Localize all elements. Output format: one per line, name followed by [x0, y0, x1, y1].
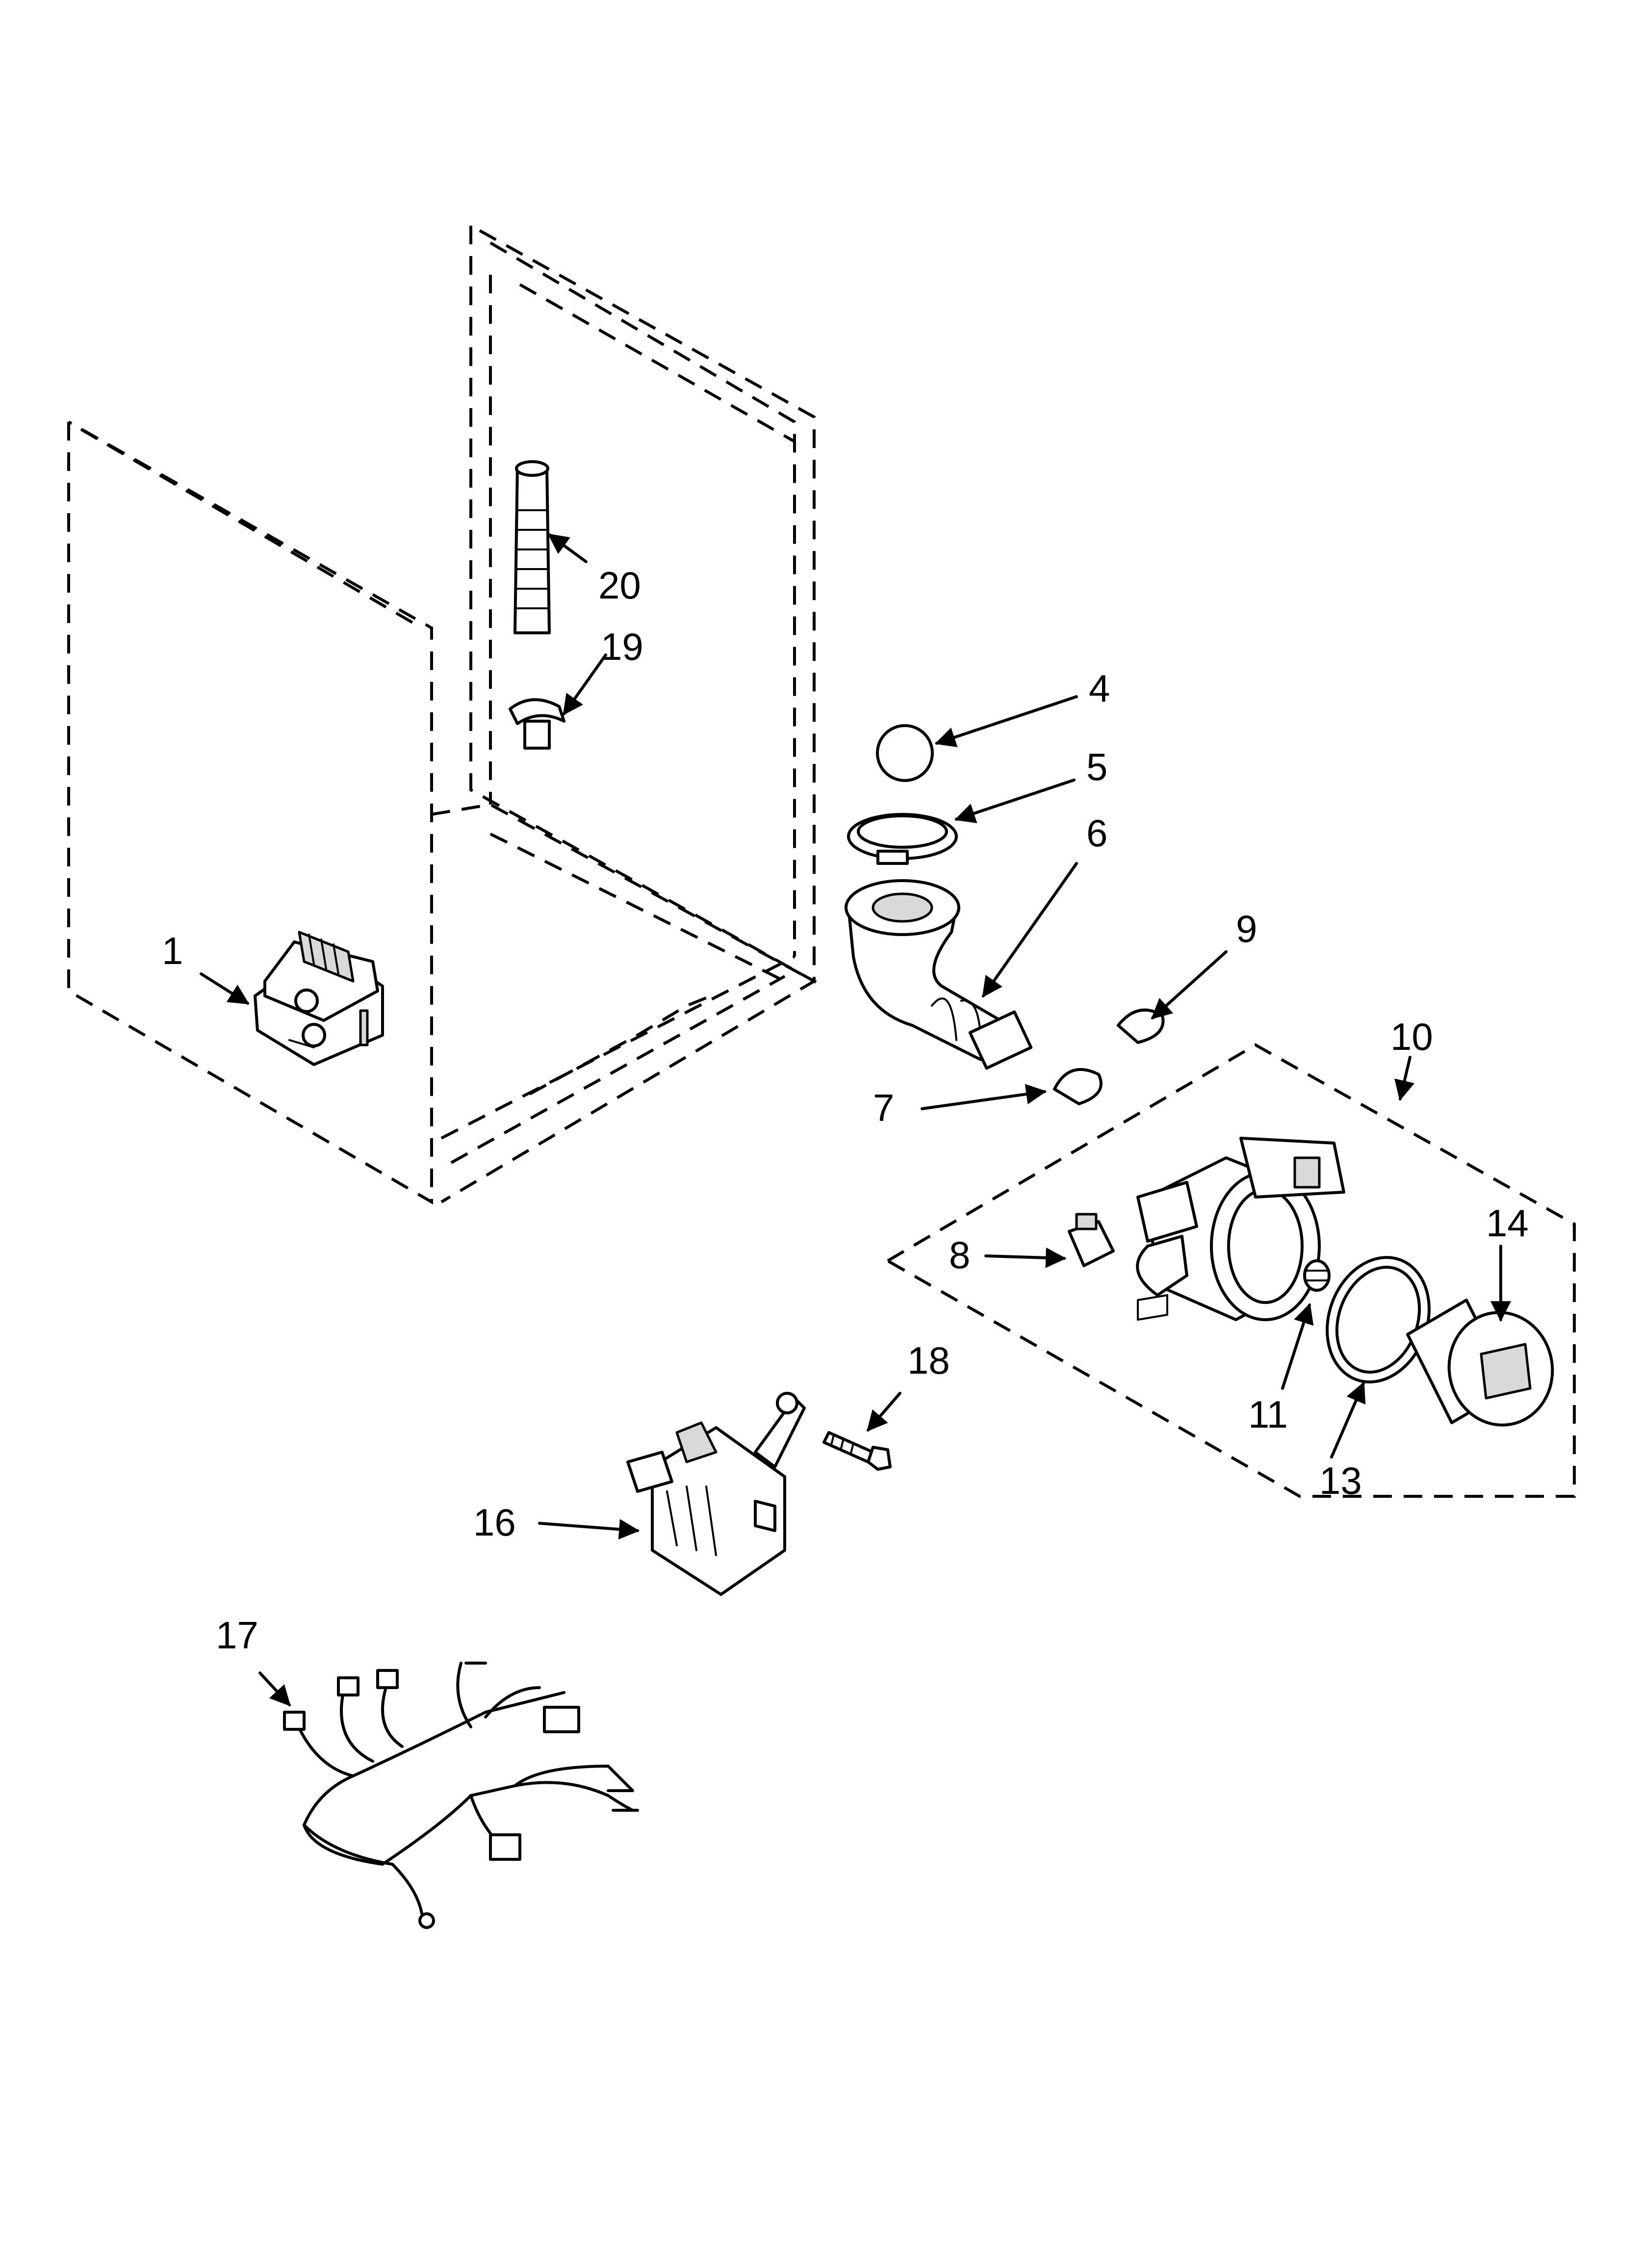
- callout-4: 4: [1089, 667, 1110, 710]
- part-18-screw: [822, 1431, 892, 1471]
- callout-6: 6: [1086, 811, 1107, 855]
- callout-11: 11: [1248, 1393, 1288, 1436]
- cabinet-outline: [67, 224, 818, 1205]
- callout-16: 16: [473, 1501, 516, 1544]
- part-17-harness: [283, 1662, 639, 1929]
- part-16-motor: [626, 1392, 806, 1596]
- callout-19: 19: [601, 625, 643, 668]
- callout-13: 13: [1319, 1459, 1362, 1502]
- callout-1: 1: [162, 929, 183, 972]
- callout-17: 17: [216, 1614, 258, 1657]
- callout-5: 5: [1086, 745, 1107, 788]
- callout-8: 8: [949, 1233, 970, 1277]
- leader-arrows: [200, 533, 1511, 1707]
- part-5-ring: [847, 813, 958, 865]
- part-6-elbow-hose: [845, 879, 1033, 1070]
- callout-9: 9: [1236, 907, 1257, 950]
- part-7-clip: [1053, 1068, 1103, 1105]
- callout-labels: 1 4 5 6 7 8 9 10 11 13 14 16 17 18 19 20: [162, 564, 1529, 1657]
- part-14-filter: [1406, 1299, 1554, 1427]
- callout-14: 14: [1486, 1201, 1529, 1245]
- part-4-ball: [876, 724, 934, 782]
- part-1-module: [254, 931, 384, 1066]
- part-13-gasket: [1326, 1256, 1431, 1383]
- callout-10: 10: [1390, 1015, 1433, 1058]
- callout-20: 20: [598, 564, 641, 607]
- part-11-fitting: [1303, 1259, 1331, 1292]
- part-10-group-outline: [887, 1043, 1576, 1498]
- part-8-sensor: [1068, 1213, 1115, 1267]
- part-19-clamp: [509, 698, 565, 750]
- part-20-hose: [513, 460, 551, 634]
- callout-7: 7: [873, 1086, 894, 1129]
- part-10-pump: [1136, 1137, 1345, 1321]
- callout-18: 18: [907, 1339, 950, 1382]
